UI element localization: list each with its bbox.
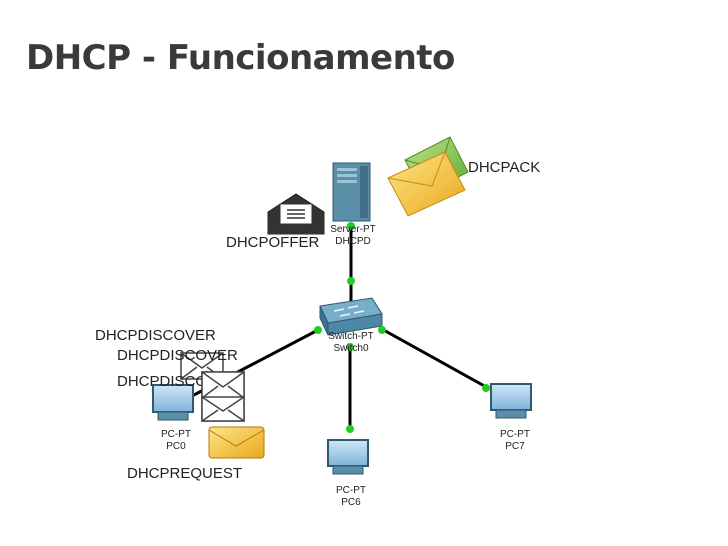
- pc0-type: PC-PT: [161, 429, 191, 440]
- switch-name: Switch0: [333, 343, 369, 354]
- pc6-type: PC-PT: [336, 485, 366, 496]
- switch-icon[interactable]: [319, 297, 383, 336]
- switch-label: Switch-PT Switch0: [322, 331, 380, 355]
- pc6-label: PC-PT PC6: [326, 485, 376, 509]
- discover-label-2: DHCPDISCOVER: [117, 347, 238, 364]
- request-envelope-icon: [208, 426, 265, 459]
- pc7-icon[interactable]: [490, 383, 532, 419]
- slide-title: DHCP - Funcionamento: [26, 38, 455, 78]
- pc6-name: PC6: [341, 497, 361, 508]
- request-label: DHCPREQUEST: [127, 465, 243, 482]
- server-label: Server-PT DHCPD: [325, 224, 381, 248]
- ack-envelope-yellow-icon: [387, 151, 466, 217]
- discover-envelope-3-icon: [201, 396, 245, 422]
- pc0-name: PC0: [166, 441, 186, 452]
- pc0-icon[interactable]: [152, 384, 194, 421]
- pc7-type: PC-PT: [500, 429, 530, 440]
- discover-label-3: DHCPDISCOVER: [117, 373, 238, 390]
- offer-envelope-icon: [267, 193, 325, 235]
- server-type: Server-PT: [330, 224, 376, 235]
- pc0-label: PC-PT PC0: [151, 429, 201, 453]
- ack-label: DHCPACK: [468, 159, 541, 176]
- link-switch-pc7: [379, 326, 489, 390]
- pc7-name: PC7: [505, 441, 525, 452]
- server-name: DHCPD: [335, 236, 371, 247]
- offer-label: DHCPOFFER: [226, 234, 320, 251]
- port-lights: [314, 222, 490, 433]
- pc6-icon[interactable]: [327, 439, 369, 475]
- discover-label-1: DHCPDISCOVER: [95, 327, 216, 344]
- switch-type: Switch-PT: [328, 331, 374, 342]
- server-icon[interactable]: [332, 162, 371, 222]
- pc7-label: PC-PT PC7: [490, 429, 540, 453]
